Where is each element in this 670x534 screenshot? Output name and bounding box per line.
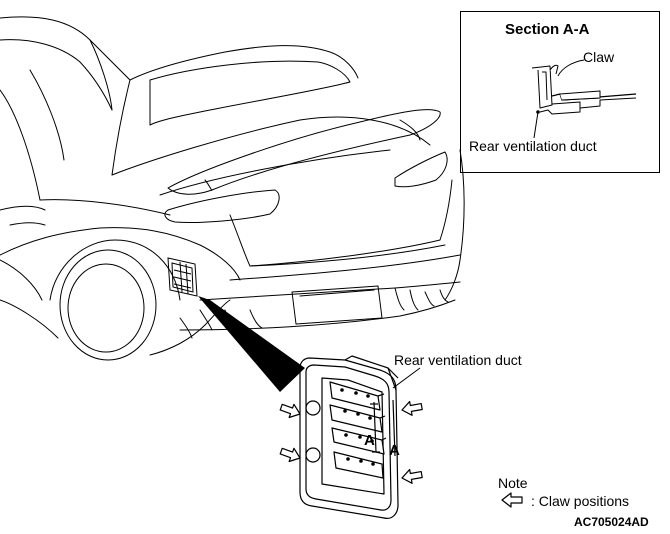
section-detail — [531, 59, 637, 139]
outline-left-arrow-icon — [501, 492, 523, 508]
duct-on-car — [167, 257, 198, 297]
claw-arrow-right-upper — [400, 399, 424, 418]
section-claw-label: Claw — [583, 49, 615, 65]
section-inset-frame — [460, 11, 660, 173]
car-body — [0, 16, 465, 361]
claw-arrow-right-lower — [400, 467, 424, 486]
duct-leader-line — [392, 367, 421, 389]
section-marker-right: A — [389, 442, 400, 459]
claw-arrow-left-lower — [278, 443, 303, 466]
main-duct-label: Rear ventilation duct — [394, 352, 522, 368]
enlarged-duct — [299, 355, 399, 519]
note-title: Note — [498, 475, 528, 491]
claw-positions-label: : Claw positions — [531, 493, 630, 509]
claw-arrow-left-upper — [278, 399, 303, 422]
section-title: Section A-A — [505, 21, 590, 38]
section-duct-label: Rear ventilation duct — [469, 138, 597, 154]
section-marker-left: A — [364, 432, 375, 449]
figure-code: AC705024AD — [574, 515, 649, 529]
detail-pointer — [198, 296, 305, 392]
